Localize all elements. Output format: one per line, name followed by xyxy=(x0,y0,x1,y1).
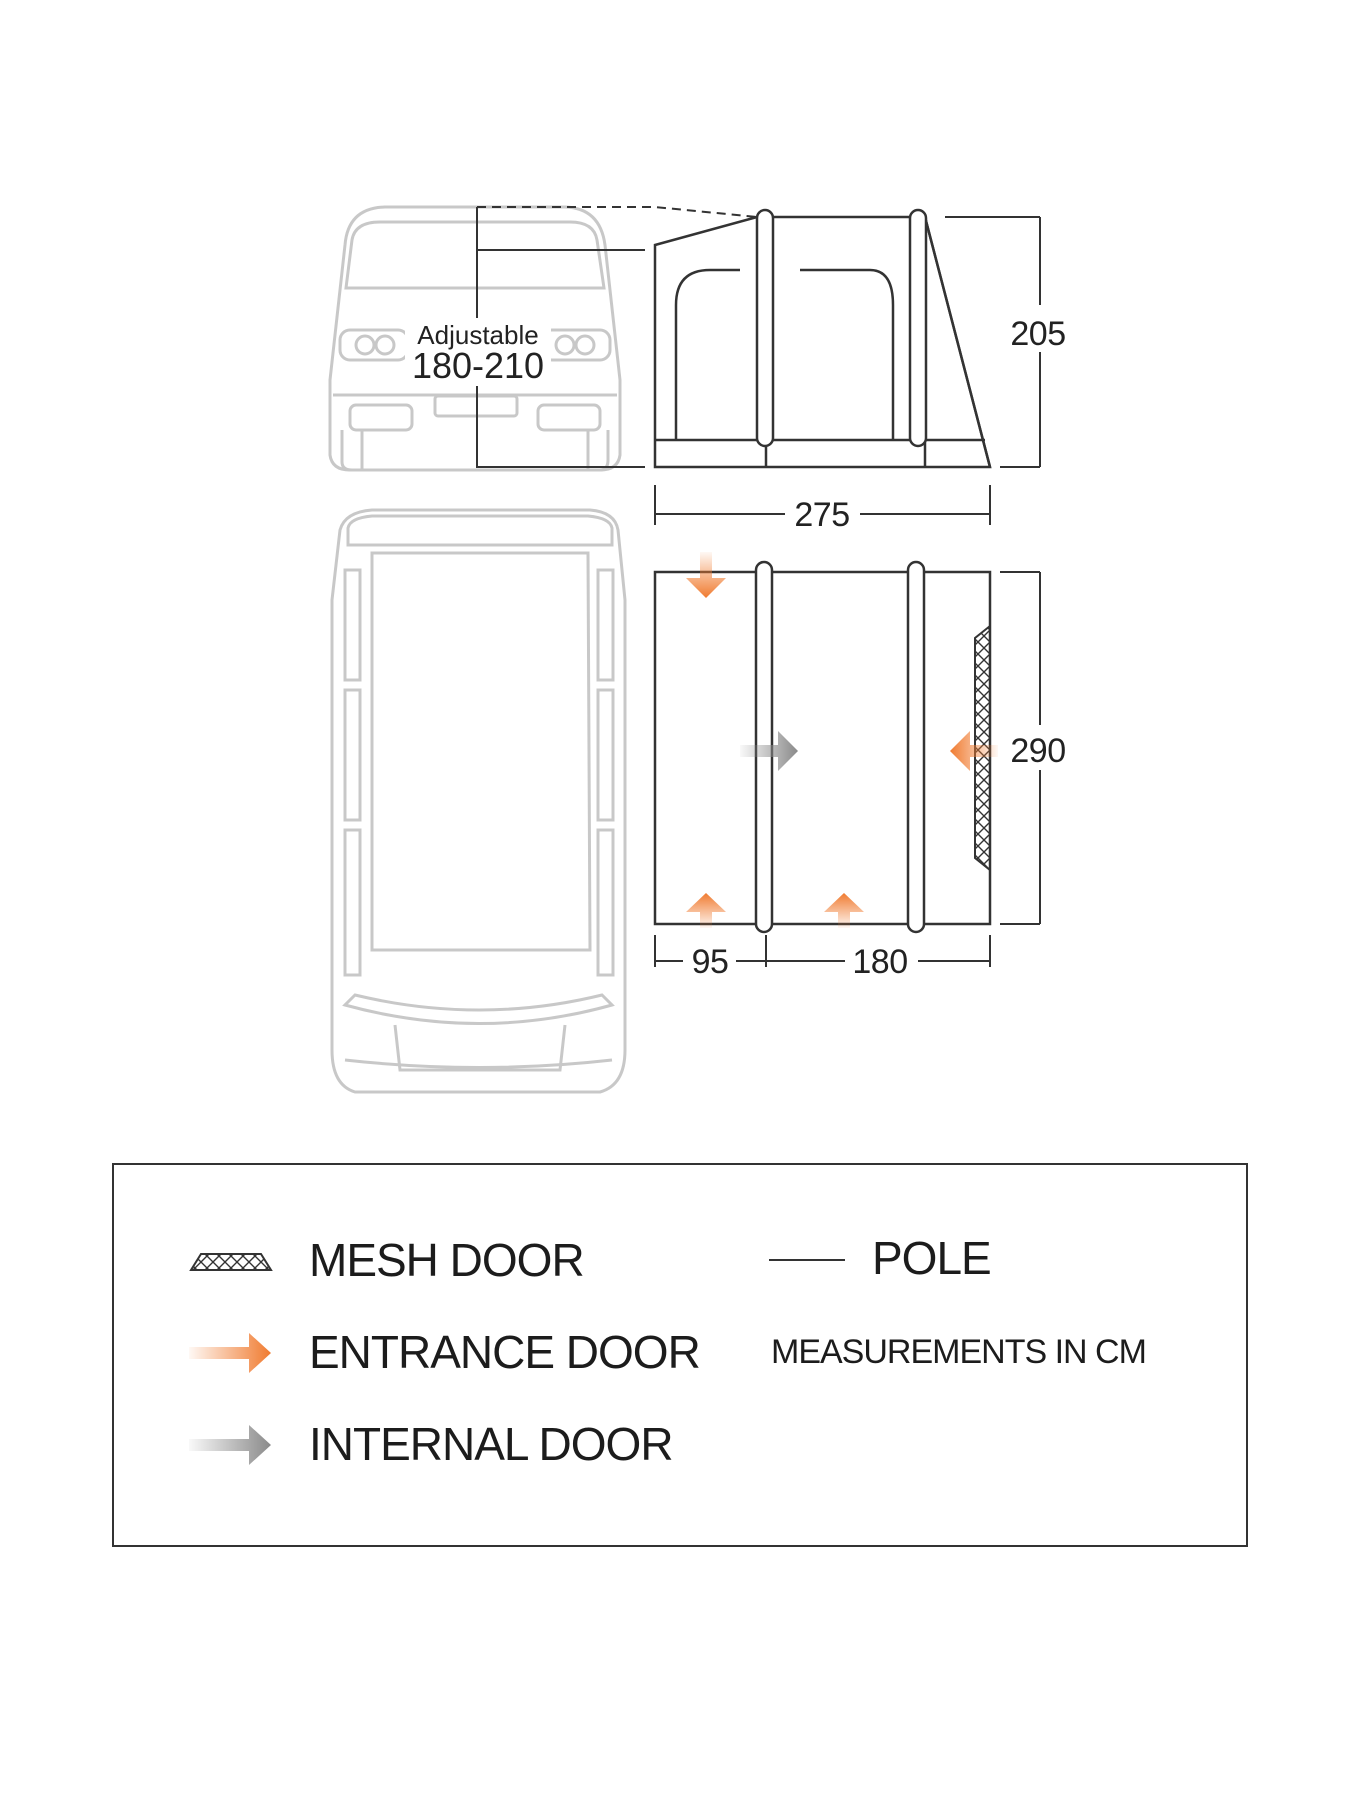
van-rear-view xyxy=(328,205,622,472)
width-dimension-label: 275 xyxy=(794,496,849,534)
width-dimension-lines xyxy=(654,485,991,525)
entrance-arrow-bottom-right xyxy=(824,893,864,928)
pole-top-right xyxy=(906,560,926,934)
section-right-dimension-label: 180 xyxy=(852,943,907,981)
pole-front-right xyxy=(908,208,928,448)
entrance-arrow-bottom-left xyxy=(686,893,726,928)
entrance-arrow-top xyxy=(686,552,726,598)
internal-door-label: INTERNAL DOOR xyxy=(309,1418,674,1470)
internal-arrow xyxy=(740,731,798,771)
connection-height-dashed xyxy=(477,206,758,218)
legend-internal-door: INTERNAL DOOR xyxy=(309,1417,674,1471)
section-dimension-lines xyxy=(654,935,991,967)
mesh-door-label: MESH DOOR xyxy=(309,1234,585,1286)
legend-box: MESH DOOR ENTRANCE DOOR INTERNAL DOOR PO… xyxy=(112,1163,1248,1547)
pole-label: POLE xyxy=(872,1232,992,1284)
height-dimension-lines xyxy=(945,216,1041,468)
height-dimension-label: 205 xyxy=(1010,315,1065,353)
van-top-view xyxy=(330,508,627,1094)
legend-pole: POLE xyxy=(872,1231,992,1285)
legend-mesh-door: MESH DOOR xyxy=(309,1233,585,1287)
awning-front-view xyxy=(653,215,992,469)
entrance-arrow-side xyxy=(950,731,998,771)
depth-dimension-label: 290 xyxy=(1010,732,1065,770)
section-left-dimension-label: 95 xyxy=(692,943,729,981)
legend-units-note: MEASUREMENTS IN CM xyxy=(771,1333,1147,1372)
mesh-door-legend-icon xyxy=(189,1253,273,1271)
pole-legend-icon xyxy=(769,1259,845,1261)
units-note-label: MEASUREMENTS IN CM xyxy=(771,1333,1147,1371)
adjustable-label: Adjustable xyxy=(417,320,538,350)
depth-dimension-lines xyxy=(1000,571,1041,925)
adjustable-range-label: 180-210 xyxy=(412,345,544,386)
awning-floorplan xyxy=(653,570,992,926)
entrance-door-label: ENTRANCE DOOR xyxy=(309,1326,701,1378)
pole-front-left xyxy=(755,208,775,448)
legend-entrance-door: ENTRANCE DOOR xyxy=(309,1325,701,1379)
internal-door-legend-icon xyxy=(189,1425,271,1465)
entrance-door-legend-icon xyxy=(189,1333,271,1373)
